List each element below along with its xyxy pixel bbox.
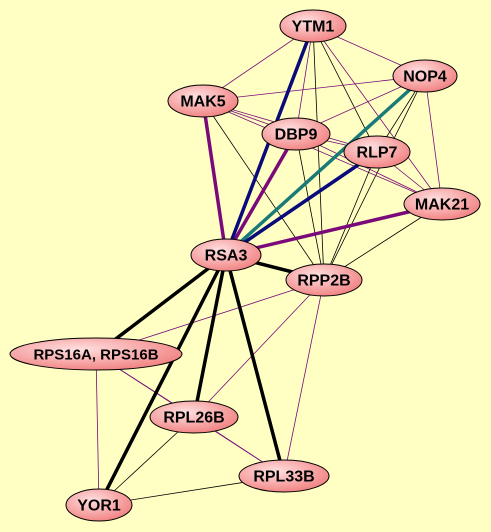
node-rps16a[interactable]: RPS16A, RPS16B xyxy=(9,337,183,371)
edge-mak5-mak21 xyxy=(202,100,443,205)
node-shape xyxy=(279,9,347,43)
node-label: MAK5 xyxy=(180,94,225,111)
edge-nop4-rsa3 xyxy=(224,74,427,257)
node-mak5[interactable]: MAK5 xyxy=(167,84,239,118)
node-label: RSA3 xyxy=(205,248,248,265)
node-yor1[interactable]: YOR1 xyxy=(65,488,133,522)
node-shape xyxy=(343,135,411,169)
node-rsa3[interactable]: RSA3 xyxy=(190,238,262,272)
edge-rlp7-rsa3 xyxy=(224,150,379,257)
edge-rsa3-rpl33b xyxy=(224,253,286,478)
node-nop4[interactable]: NOP4 xyxy=(392,59,458,93)
node-rlp7[interactable]: RLP7 xyxy=(343,135,411,169)
node-shape xyxy=(190,238,262,272)
node-rpl33b[interactable]: RPL33B xyxy=(238,459,330,493)
node-shape xyxy=(285,263,363,297)
edge-rsa3-rps16a xyxy=(94,253,228,356)
node-label: RPL33B xyxy=(253,469,314,486)
edge-ytm1-mak21 xyxy=(312,25,443,205)
node-shape xyxy=(261,117,331,151)
node-ytm1[interactable]: YTM1 xyxy=(279,9,347,43)
node-label: YOR1 xyxy=(77,498,121,515)
node-rpp2b[interactable]: RPP2B xyxy=(285,263,363,297)
node-label: NOP4 xyxy=(403,69,447,86)
node-label: DBP9 xyxy=(275,127,318,144)
node-rpl26b[interactable]: RPL26B xyxy=(149,400,239,434)
edge-nop4-rpp2b xyxy=(323,75,426,281)
edge-layer xyxy=(94,24,444,507)
node-shape xyxy=(392,59,458,93)
edge-rlp7-rpp2b xyxy=(323,151,378,281)
edge-dbp9-rsa3 xyxy=(224,132,298,257)
node-shape xyxy=(167,84,239,118)
edge-rsa3-yor1 xyxy=(97,253,228,507)
edge-ytm1-dbp9 xyxy=(295,25,314,135)
node-label: RLP7 xyxy=(357,145,398,162)
edge-mak5-rsa3 xyxy=(201,99,228,257)
node-label: RPL26B xyxy=(163,410,224,427)
node-label: YTM1 xyxy=(292,19,335,36)
edge-rps16a-yor1 xyxy=(95,353,100,506)
node-shape xyxy=(238,459,330,493)
node-shape xyxy=(403,187,481,221)
node-label: MAK21 xyxy=(415,197,469,214)
edge-rsa3-rpl26b xyxy=(192,253,228,419)
node-label: RPP2B xyxy=(297,273,350,290)
node-label: RPS16A, RPS16B xyxy=(33,347,158,364)
node-shape xyxy=(149,400,239,434)
node-dbp9[interactable]: DBP9 xyxy=(261,117,331,151)
node-mak21[interactable]: MAK21 xyxy=(403,187,481,221)
edge-nop4-mak21 xyxy=(424,75,443,205)
edge-dbp9-rpp2b xyxy=(295,133,325,281)
edge-mak21-rsa3 xyxy=(224,202,444,257)
edge-rpp2b-rpl33b xyxy=(283,279,325,477)
node-shape xyxy=(65,488,133,522)
edge-rpp2b-rpl26b xyxy=(193,279,325,418)
node-shape xyxy=(9,337,183,371)
edge-nop4-mak5 xyxy=(202,75,426,102)
edge-ytm1-rpp2b xyxy=(312,25,325,281)
